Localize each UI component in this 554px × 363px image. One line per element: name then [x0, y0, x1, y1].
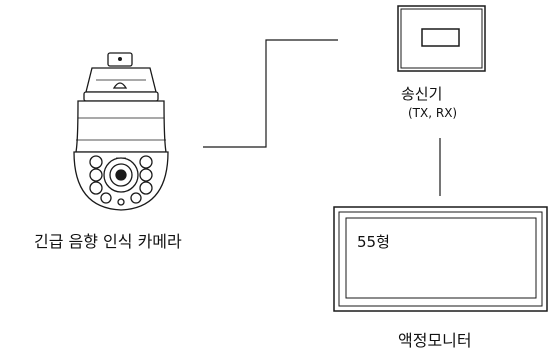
camera-label: 긴급 음향 인식 카메라 — [34, 232, 182, 251]
camera-transmitter-connector — [203, 39, 338, 148]
monitor-label: 액정모니터 — [398, 331, 472, 350]
transmitter-label: 송신기 — [401, 85, 443, 103]
monitor-size-text: 55형 — [357, 233, 390, 251]
transmitter-sublabel: (TX, RX) — [408, 106, 458, 120]
lcd-monitor-icon — [333, 206, 548, 312]
transmitter-box-icon — [397, 5, 486, 72]
ptz-dome-camera-icon — [73, 52, 169, 211]
